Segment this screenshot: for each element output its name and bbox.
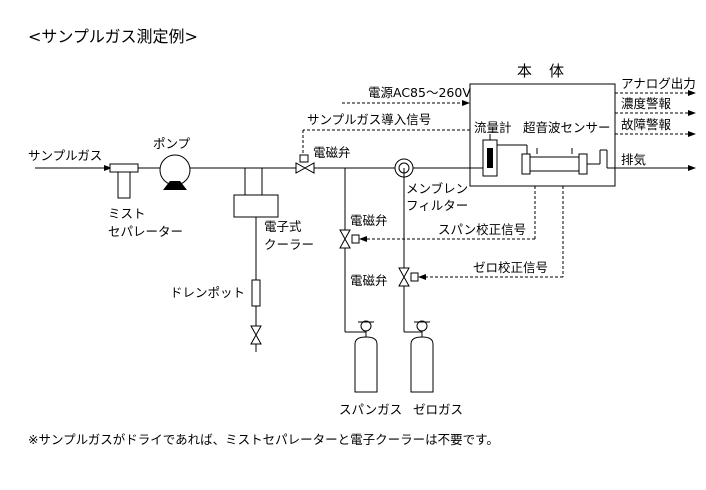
flowmeter-label: 流量計 — [474, 120, 512, 135]
solenoid-valve-zero-label: 電磁弁 — [350, 273, 388, 288]
span-branch: 電磁弁 スパン校正信号 スパンガス — [339, 168, 536, 417]
span-calibration-signal-label: スパン校正信号 — [438, 222, 526, 237]
span-gas-label: スパンガス — [339, 402, 402, 417]
diagram-title: <サンプルガス測定例> — [28, 27, 198, 46]
membrane-filter: メンブレン フィルター — [394, 158, 483, 213]
membrane-filter-label-2: フィルター — [406, 198, 468, 213]
solenoid-valve-main: 電磁弁 — [295, 145, 395, 174]
main-body-box — [469, 83, 616, 187]
electronic-cooler: 電子式 クーラー — [233, 167, 314, 252]
analog-output-label: アナログ出力 — [621, 76, 696, 91]
main-body-label: 本 体 — [517, 62, 565, 80]
solenoid-valve-main-label: 電磁弁 — [313, 145, 351, 160]
sample-gas-line: サンプルガス — [28, 148, 112, 171]
ultrasonic-sensor-label: 超音波センサー — [523, 120, 611, 135]
mist-separator-label-1: ミスト — [108, 206, 146, 221]
drain-pot: ドレンポット — [170, 217, 262, 352]
solenoid-valve-span-label: 電磁弁 — [350, 213, 388, 228]
drain-pot-label: ドレンポット — [170, 285, 245, 300]
electronic-cooler-label-2: クーラー — [264, 237, 314, 252]
mist-separator-label-2: セパレーター — [108, 224, 183, 239]
ultrasonic-sensor — [526, 156, 583, 172]
sample-gas-in-label: サンプルガス — [28, 148, 102, 163]
internal-components: 流量計 超音波センサー — [430, 120, 615, 177]
mist-separator: ミスト セパレーター — [108, 163, 183, 239]
power-supply-line: 電源AC85～260V — [342, 85, 471, 106]
concentration-alarm-label: 濃度警報 — [621, 96, 672, 111]
zero-calibration-signal-label: ゼロ校正信号 — [473, 260, 548, 275]
electronic-cooler-label-1: 電子式 — [264, 219, 302, 234]
sample-gas-signal-label: サンプルガス導入信号 — [307, 112, 431, 127]
zero-branch: 電磁弁 ゼロ校正信号 ゼロガス — [350, 168, 564, 417]
zero-gas-label: ゼロガス — [413, 402, 463, 417]
membrane-filter-label-1: メンブレン — [406, 181, 468, 196]
exhaust-label: 排気 — [621, 152, 646, 167]
fault-alarm-label: 故障警報 — [621, 117, 672, 132]
footnote: ※サンプルガスがドライであれば、ミストセパレーターと電子クーラーは不要です。 — [28, 432, 499, 447]
power-supply-label: 電源AC85～260V — [368, 85, 471, 100]
pump: ポンプ — [153, 136, 262, 190]
outputs: アナログ出力 濃度警報 故障警報 排気 — [615, 76, 696, 171]
pump-label: ポンプ — [153, 136, 191, 151]
